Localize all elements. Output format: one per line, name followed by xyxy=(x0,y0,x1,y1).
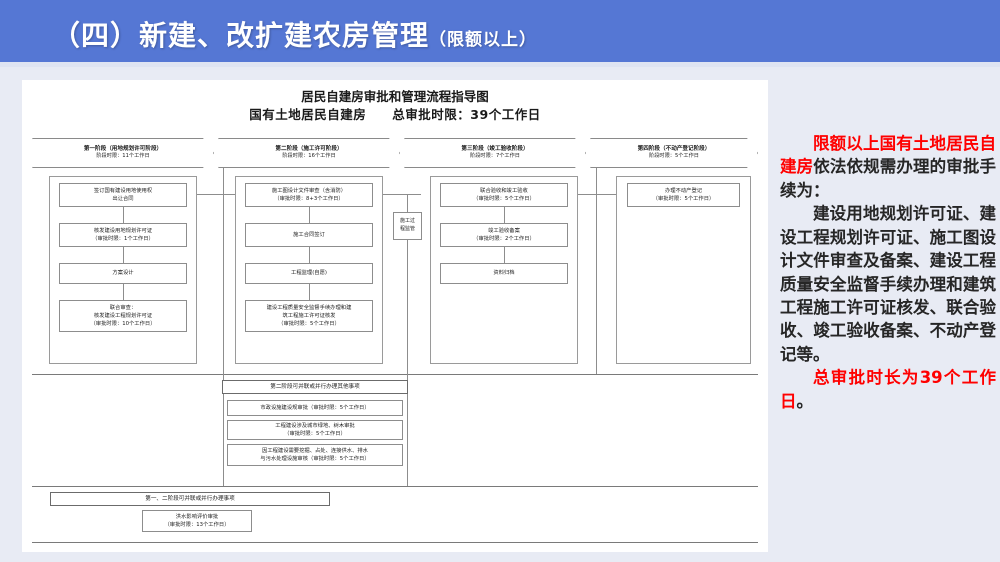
stage2-box-1: 施工图设计文件审查（含消防） （审批时限：8+3个工作日） xyxy=(245,183,373,207)
side-paragraph-3: 总审批时长为39个工作日。 xyxy=(780,366,996,413)
stage-3-duration: 阶段时限：7个工作日 xyxy=(470,153,520,160)
connector xyxy=(578,194,616,195)
stage3-box-3: 资料归档 xyxy=(440,263,568,284)
side-text-3: 。 xyxy=(796,391,814,411)
stage1-box-2: 核发建设用地规划许可证 （审批时限：1个工作日） xyxy=(59,223,187,247)
flowchart-title-line2-left: 国有土地居民自建房 xyxy=(249,107,367,123)
page-title-main: （四）新建、改扩建农房管理 xyxy=(52,19,430,52)
connector xyxy=(504,207,505,223)
stage-2-duration: 阶段时限：16个工作日 xyxy=(282,153,336,160)
side-paragraph-1: 限额以上国有土地居民自建房依法依规需办理的审批手续为： xyxy=(780,132,996,202)
flowchart-title-line2-right: 总审批时限：39个工作日 xyxy=(392,107,541,123)
stage-1-name: 第一阶段（用地规划许可阶段） xyxy=(83,145,163,152)
stage3-box-1: 联合验收和竣工验收 （审批时限：5个工作日） xyxy=(440,183,568,207)
column-divider xyxy=(407,240,408,374)
parallel-stage2-item-3: 因工程建设需要挖掘、占处、连接供水、排水 与污水处理设施审核（审批时限：5个工作… xyxy=(227,444,403,466)
column-divider xyxy=(407,374,408,486)
parallel-stage12-header: 第一、二阶段可并联或并行办理事项 xyxy=(50,492,330,506)
section-divider-3 xyxy=(32,542,758,543)
header-underline xyxy=(0,62,1000,67)
stage-1-duration: 阶段时限：11个工作日 xyxy=(96,153,150,160)
stage3-side-box: 施工过 程监管 xyxy=(393,212,422,240)
parallel-stage2-item-1: 市政设施建设规审批（审批时限：5个工作日） xyxy=(227,400,403,416)
stage1-box-4: 联合审查： 核发建设工程规划许可证 （审批时限：10个工作日） xyxy=(59,300,187,332)
stage-header-1: 第一阶段（用地规划许可阶段） 阶段时限：11个工作日 xyxy=(32,138,214,168)
connector xyxy=(504,247,505,263)
header-banner xyxy=(0,0,1000,62)
stage-4-group xyxy=(616,176,751,364)
stage-header-4: 第四阶段（不动产登记阶段） 阶段时限：5个工作日 xyxy=(590,138,758,168)
stage3-box-2: 竣工验收备案 （审批时限：2个工作日） xyxy=(440,223,568,247)
stage2-box-2: 施工合同签订 xyxy=(245,223,373,247)
parallel-stage2-item-2: 工程建设涉及城市绿地、树木审批 （审批时限：5个工作日） xyxy=(227,420,403,440)
stage-4-duration: 阶段时限：5个工作日 xyxy=(649,153,699,160)
section-divider-2 xyxy=(32,486,758,487)
stage-header-row: 第一阶段（用地规划许可阶段） 阶段时限：11个工作日 第二阶段（施工许可阶段） … xyxy=(32,138,758,168)
connector xyxy=(309,284,310,300)
side-highlight-3: 总审批时长为39个工作日 xyxy=(780,368,996,411)
side-text-panel: 限额以上国有土地居民自建房依法依规需办理的审批手续为： 建设用地规划许可证、建设… xyxy=(780,132,996,413)
stage-2-name: 第二阶段（施工许可阶段） xyxy=(275,145,343,152)
side-highlight-2: 居民自建房 xyxy=(780,134,997,177)
flowchart-title: 居民自建房审批和管理流程指导图 国有土地居民自建房 总审批时限：39个工作日 xyxy=(22,88,768,124)
stage1-box-3: 方案设计 xyxy=(59,263,187,284)
connector xyxy=(407,194,408,212)
stage-4-name: 第四阶段（不动产登记阶段） xyxy=(637,145,711,152)
stage2-box-4: 建设工程质量安全监督手续办理和建 筑工程施工许可证核发 （审批时限：5个工作日） xyxy=(245,300,373,332)
stage4-box-1: 办理不动产登记 （审批时限：5个工作日） xyxy=(627,183,740,207)
parallel-stage2-header: 第二阶段可并联或并行办理其他事项 xyxy=(222,380,408,394)
stage-header-3: 第三阶段（竣工验收阶段） 阶段时限：7个工作日 xyxy=(404,138,586,168)
section-divider-1 xyxy=(32,374,758,375)
page-title-sub: （限额以上） xyxy=(429,30,538,50)
column-divider xyxy=(223,168,224,374)
connector xyxy=(123,207,124,223)
side-text-1: 依法依规需办理的审批手续为： xyxy=(780,157,996,200)
column-divider xyxy=(596,168,597,374)
stage-3-name: 第三阶段（竣工验收阶段） xyxy=(461,145,529,152)
stage2-box-3: 工程监理(自愿) xyxy=(245,263,373,284)
page-title: （四）新建、改扩建农房管理（限额以上） xyxy=(52,14,537,54)
connector xyxy=(309,207,310,223)
side-paragraph-2: 建设用地规划许可证、建设工程规划许可证、施工图设计文件审查及备案、建设工程质量安… xyxy=(780,204,996,364)
stage-header-2: 第二阶段（施工许可阶段） 阶段时限：16个工作日 xyxy=(218,138,400,168)
connector xyxy=(197,194,235,195)
connector xyxy=(123,284,124,300)
stage1-box-1: 签订国有建设用地使用权 出让合同 xyxy=(59,183,187,207)
side-highlight-1: 限额以上国有土地 xyxy=(813,134,947,153)
connector xyxy=(309,247,310,263)
connector xyxy=(383,194,421,195)
flowchart-title-line1: 居民自建房审批和管理流程指导图 xyxy=(301,89,489,104)
column-divider xyxy=(223,374,224,486)
parallel-stage12-item-1: 洪水影响评价审批 （审批时限：13个工作日） xyxy=(142,510,252,532)
connector xyxy=(123,247,124,263)
flowchart-panel: 居民自建房审批和管理流程指导图 国有土地居民自建房 总审批时限：39个工作日 第一… xyxy=(22,80,768,552)
